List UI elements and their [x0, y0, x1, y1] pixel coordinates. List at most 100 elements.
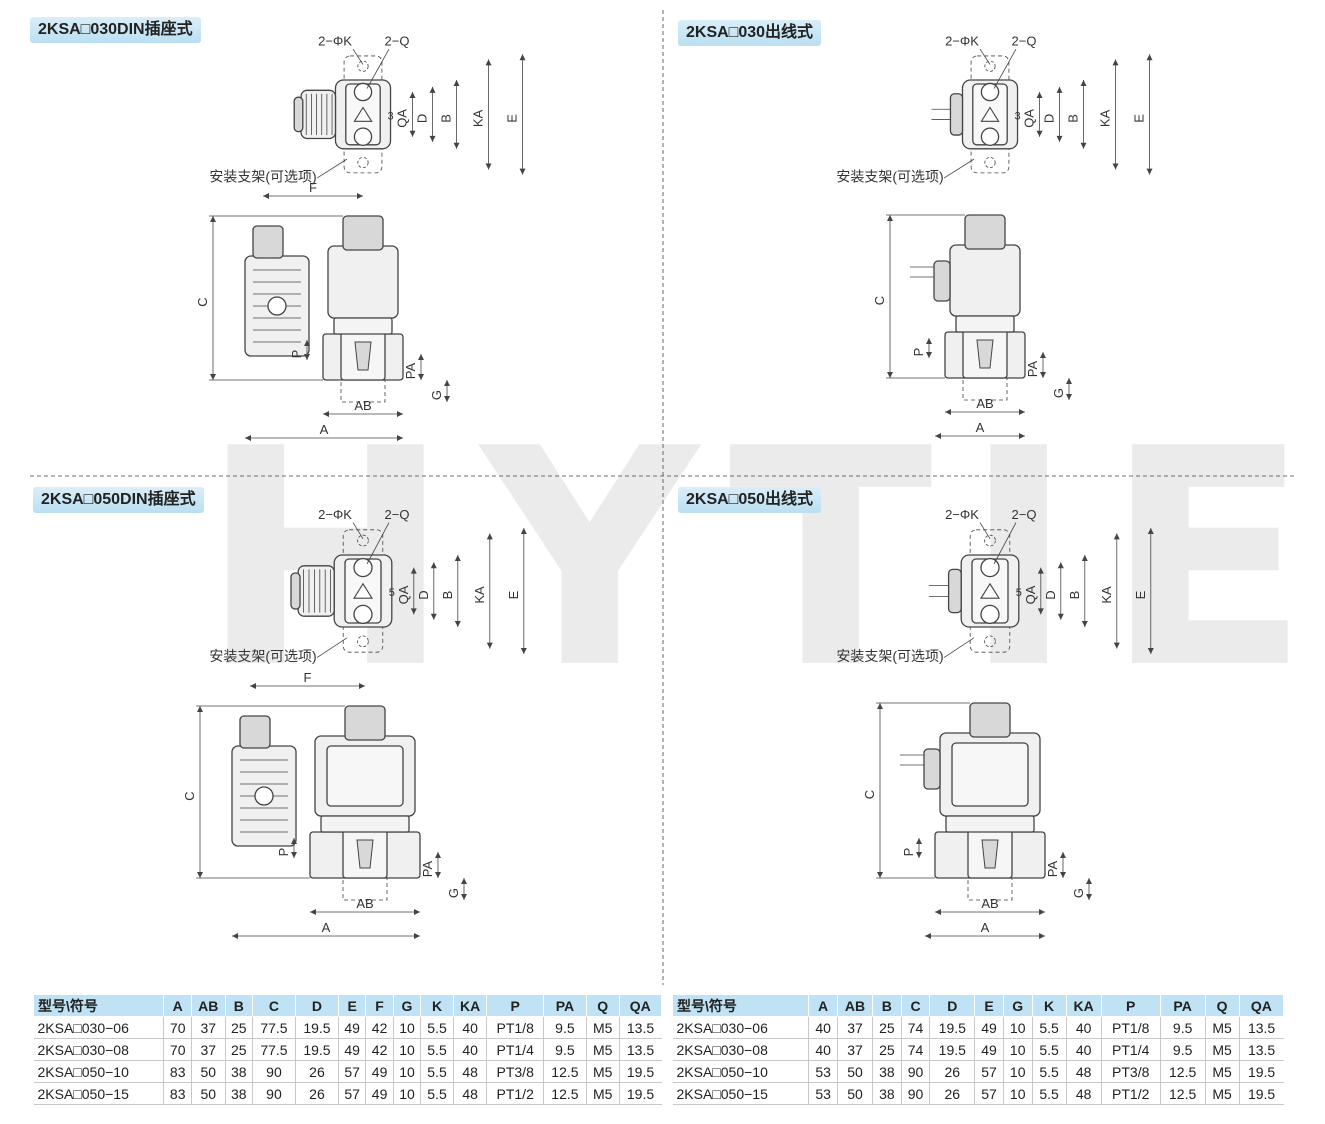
- dim-label-hole: 2−ΦK: [945, 507, 979, 522]
- cell-value: M5: [1205, 1060, 1240, 1083]
- cell-value: 9.5: [1160, 1016, 1206, 1039]
- leader-line: [316, 158, 348, 179]
- dim-label-e: E: [1133, 590, 1148, 599]
- cell-model: 2KSA□030−08: [672, 1038, 810, 1061]
- coil-nut: [342, 215, 384, 251]
- cell-model: 2KSA□030−06: [33, 1016, 165, 1039]
- dim-label-thread: 2−Q: [1012, 34, 1037, 49]
- connector-gland: [252, 225, 284, 259]
- arrow-head: [444, 380, 450, 402]
- dim-label-c: C: [195, 297, 210, 306]
- dim-label-p: P: [901, 848, 916, 857]
- dim-label-a: A: [320, 422, 329, 437]
- section-title-030-din: 2KSA□030DIN插座式: [30, 17, 201, 43]
- cell-value: 10: [393, 1038, 422, 1061]
- cell-value: 70: [163, 1038, 192, 1061]
- cell-value: 37: [191, 1016, 226, 1039]
- header-p: P: [1100, 994, 1161, 1017]
- dim-label-d: D: [416, 590, 431, 599]
- arrow-head: [304, 340, 310, 360]
- arrow-head: [1066, 378, 1072, 400]
- dim-label-e: E: [1132, 114, 1147, 123]
- cell-value: 25: [225, 1016, 253, 1039]
- leader-line: [943, 158, 975, 179]
- dim-label-c: C: [862, 790, 877, 799]
- cell-value: M5: [586, 1038, 620, 1061]
- cell-value: PT1/2: [486, 1082, 544, 1105]
- mounting-hole-lower: [984, 635, 996, 648]
- cell-value: 12.5: [1160, 1060, 1206, 1083]
- cell-value: 5.5: [420, 1060, 454, 1083]
- port-hole-upper: [353, 82, 373, 102]
- cell-value: 19.5: [619, 1060, 662, 1083]
- cell-value: 37: [837, 1038, 874, 1061]
- dim-label-pa: PA: [1025, 360, 1040, 377]
- arrow-head: [291, 838, 297, 858]
- leader-line: [993, 522, 1017, 565]
- header-q: Q: [1204, 994, 1240, 1017]
- cell-value: 25: [872, 1038, 902, 1061]
- cell-value: PT3/8: [1101, 1060, 1161, 1083]
- leader-line: [352, 522, 364, 540]
- header-b: B: [872, 994, 902, 1017]
- cell-value: 42: [365, 1038, 394, 1061]
- cell-value: M5: [1205, 1038, 1240, 1061]
- dim-label-ka: KA: [472, 586, 487, 604]
- cell-value: 5.5: [1032, 1038, 1067, 1061]
- port-hole-lower: [980, 604, 1000, 625]
- coil-nut: [969, 702, 1011, 738]
- bracket-note: 安装支架(可选项): [209, 648, 316, 664]
- cell-value: 48: [453, 1060, 488, 1083]
- cell-value: 19.5: [929, 1016, 976, 1039]
- cell-model: 2KSA□030−06: [672, 1016, 810, 1039]
- cell-value: 38: [872, 1060, 902, 1083]
- cell-value: 19.5: [619, 1082, 662, 1105]
- cell-value: 49: [365, 1060, 394, 1083]
- cell-value: 10: [393, 1060, 422, 1083]
- cell-value: 9.5: [1160, 1038, 1206, 1061]
- cell-value: 19.5: [295, 1016, 339, 1039]
- header-ka: KA: [1065, 994, 1102, 1017]
- leader-line: [943, 637, 975, 658]
- cell-value: 13.5: [1239, 1038, 1284, 1061]
- port-hole-lower: [353, 604, 373, 625]
- coil-base: [955, 315, 1015, 333]
- header-q: Q: [585, 994, 620, 1017]
- cell-value: 83: [163, 1082, 192, 1105]
- arrow-head: [1086, 878, 1092, 900]
- cell-value: 77.5: [252, 1016, 296, 1039]
- cell-value: 40: [1066, 1038, 1102, 1061]
- dim-label-b: B: [1066, 114, 1081, 123]
- cell-model: 2KSA□050−15: [33, 1082, 165, 1105]
- section-title-050-din: 2KSA□050DIN插座式: [33, 487, 204, 513]
- cell-value: 19.5: [295, 1038, 339, 1061]
- flow-arrow-icon: [980, 106, 1000, 122]
- wire-grommet: [923, 748, 941, 790]
- cell-value: 5.5: [1032, 1016, 1067, 1039]
- cell-value: PT1/2: [1101, 1082, 1161, 1105]
- mounting-bracket-outline: [967, 877, 1013, 901]
- cell-value: 42: [365, 1016, 394, 1039]
- cell-value: M5: [1205, 1082, 1240, 1105]
- cell-value: 37: [191, 1038, 226, 1061]
- dim-label-hole: 2−ΦK: [945, 34, 979, 49]
- dim-label-thread: 2−Q: [385, 34, 410, 49]
- dim-label-qa: QA: [395, 109, 410, 128]
- dim-label-d: D: [415, 114, 430, 123]
- cell-value: 19.5: [1239, 1060, 1284, 1083]
- cell-value: 57: [974, 1060, 1004, 1083]
- bracket-note: 安装支架(可选项): [836, 648, 943, 664]
- cell-value: 77.5: [252, 1038, 296, 1061]
- cell-value: 38: [225, 1060, 253, 1083]
- header-k: K: [1031, 994, 1067, 1017]
- arrow-head: [1056, 86, 1063, 142]
- cell-model: 2KSA□050−10: [672, 1060, 810, 1083]
- leader-line: [316, 637, 348, 658]
- cell-value: 50: [191, 1082, 226, 1105]
- cell-value: 50: [837, 1082, 874, 1105]
